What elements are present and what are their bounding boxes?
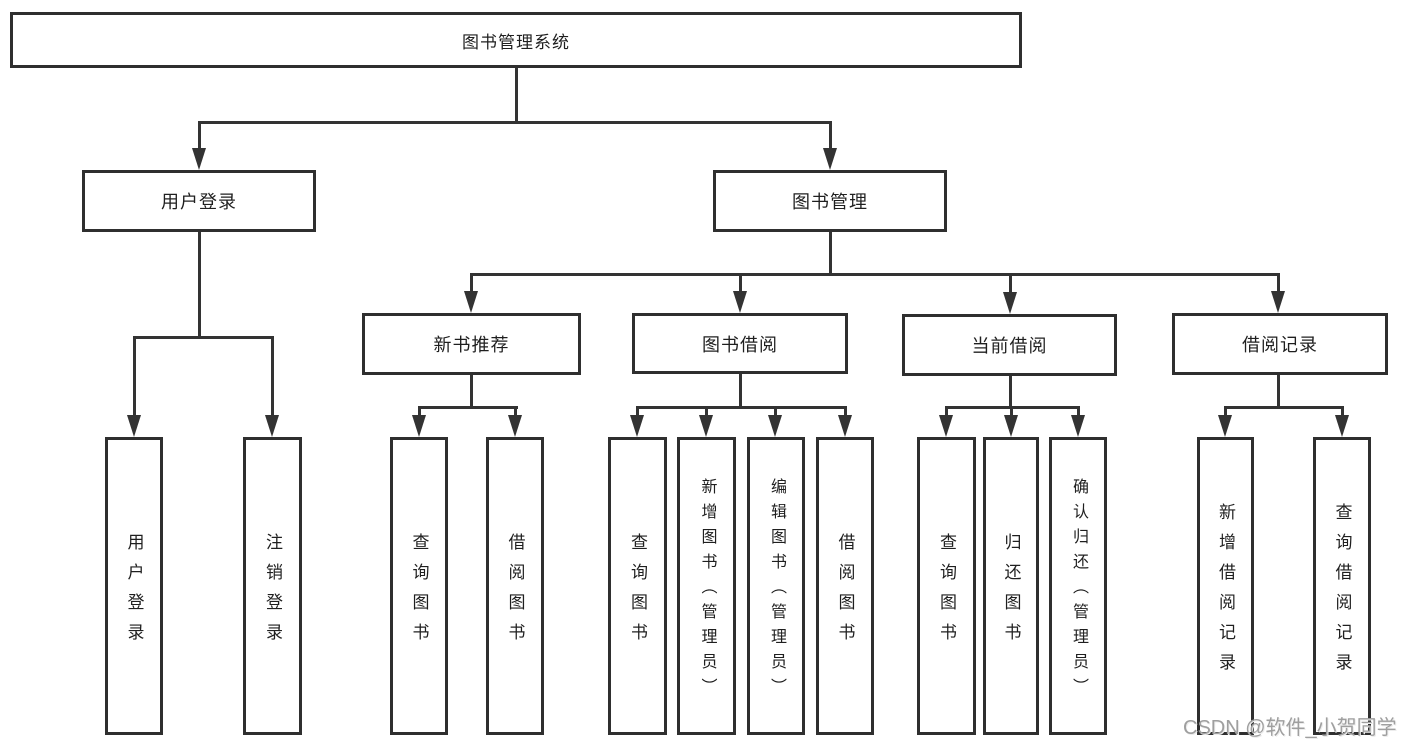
- leaf-logout: 注销登录: [243, 437, 302, 735]
- arrowhead-down: [939, 415, 953, 437]
- connector-vline: [705, 406, 708, 417]
- node-book-borrowing: 图书借阅: [632, 313, 848, 374]
- connector-vline: [470, 273, 473, 293]
- connector-vline: [271, 336, 274, 417]
- arrowhead-down: [508, 415, 522, 437]
- node-user-login: 用户登录: [82, 170, 316, 232]
- node-new-book-recommend-label: 新书推荐: [433, 335, 510, 355]
- connector-vline: [1224, 406, 1227, 417]
- node-book-management-label: 图书管理: [792, 192, 868, 212]
- arrowhead-down: [630, 415, 644, 437]
- arrowhead-down: [823, 148, 837, 170]
- connector-vline: [1077, 406, 1080, 417]
- arrowhead-down: [699, 415, 713, 437]
- leaf-query-books-borrowing-label: 查询图书: [628, 532, 647, 653]
- arrowhead-down: [733, 291, 747, 313]
- leaf-user-login: 用户登录: [105, 437, 163, 735]
- arrowhead-down: [127, 415, 141, 437]
- leaf-borrow-books: 借阅图书: [816, 437, 874, 735]
- connector-vline: [774, 406, 777, 417]
- connector-vline: [1009, 376, 1012, 408]
- arrowhead-down: [192, 148, 206, 170]
- leaf-borrow-books-recommend: 借阅图书: [486, 437, 544, 735]
- node-borrowing-records: 借阅记录: [1172, 313, 1388, 375]
- leaf-add-borrow-record: 新增借阅记录: [1197, 437, 1254, 735]
- connector-hline: [133, 336, 274, 339]
- leaf-confirm-return-admin: 确认归还（管理员）: [1049, 437, 1107, 735]
- node-book-borrowing-label: 图书借阅: [702, 334, 778, 355]
- arrowhead-down: [464, 291, 478, 313]
- node-borrowing-records-label: 借阅记录: [1242, 335, 1318, 355]
- connector-vline: [418, 406, 421, 417]
- node-root-label: 图书管理系统: [462, 32, 570, 52]
- leaf-edit-book-admin: 编辑图书（管理员）: [747, 437, 805, 735]
- node-book-management: 图书管理: [713, 170, 947, 232]
- connector-hline: [636, 406, 847, 409]
- node-root: 图书管理系统: [10, 12, 1022, 68]
- connector-vline: [1009, 273, 1012, 294]
- connector-vline: [1010, 406, 1013, 417]
- connector-vline: [829, 121, 832, 150]
- arrowhead-down: [1218, 415, 1232, 437]
- connector-vline: [470, 375, 473, 408]
- arrowhead-down: [1003, 292, 1017, 314]
- connector-hline: [198, 121, 832, 124]
- connector-vline: [1277, 375, 1280, 408]
- leaf-borrow-books-label: 借阅图书: [835, 532, 855, 653]
- connector-vline: [829, 232, 832, 275]
- arrowhead-down: [768, 415, 782, 437]
- leaf-query-borrow-record-label: 查询借阅记录: [1332, 502, 1352, 683]
- connector-vline: [945, 406, 948, 417]
- leaf-query-books-borrowing: 查询图书: [608, 437, 667, 735]
- connector-hline: [470, 273, 1280, 276]
- leaf-query-books-recommend: 查询图书: [390, 437, 448, 735]
- connector-vline: [198, 232, 201, 338]
- node-user-login-label: 用户登录: [161, 192, 237, 212]
- connector-vline: [133, 336, 136, 417]
- arrowhead-down: [1004, 415, 1018, 437]
- connector-vline: [636, 406, 639, 417]
- connector-vline: [739, 374, 742, 408]
- leaf-user-login-label: 用户登录: [124, 532, 144, 653]
- connector-vline: [739, 273, 742, 293]
- csdn-watermark: CSDN @软件_小贺同学: [1183, 717, 1397, 739]
- arrowhead-down: [412, 415, 426, 437]
- arrowhead-down: [838, 415, 852, 437]
- connector-vline: [844, 406, 847, 417]
- leaf-add-book-admin-label: 新增图书（管理员）: [698, 478, 716, 703]
- leaf-query-books-current-label: 查询图书: [937, 532, 956, 653]
- leaf-return-books: 归还图书: [983, 437, 1039, 735]
- leaf-query-borrow-record: 查询借阅记录: [1313, 437, 1371, 735]
- node-current-borrowing: 当前借阅: [902, 314, 1117, 376]
- leaf-query-books-current: 查询图书: [917, 437, 976, 735]
- arrowhead-down: [1271, 291, 1285, 313]
- arrowhead-down: [1335, 415, 1349, 437]
- connector-vline: [198, 121, 201, 150]
- connector-vline: [515, 68, 518, 121]
- leaf-add-borrow-record-label: 新增借阅记录: [1216, 502, 1235, 683]
- leaf-query-books-recommend-label: 查询图书: [409, 532, 429, 653]
- connector-vline: [1277, 273, 1280, 293]
- leaf-logout-label: 注销登录: [263, 532, 282, 653]
- leaf-borrow-books-recommend-label: 借阅图书: [505, 532, 525, 653]
- node-new-book-recommend: 新书推荐: [362, 313, 581, 375]
- leaf-add-book-admin: 新增图书（管理员）: [677, 437, 736, 735]
- connector-hline: [1224, 406, 1344, 409]
- connector-vline: [1341, 406, 1344, 417]
- leaf-edit-book-admin-label: 编辑图书（管理员）: [768, 478, 785, 703]
- arrowhead-down: [265, 415, 279, 437]
- arrowhead-down: [1071, 415, 1085, 437]
- leaf-return-books-label: 归还图书: [1001, 532, 1021, 653]
- node-current-borrowing-label: 当前借阅: [971, 336, 1048, 356]
- connector-hline: [418, 406, 518, 409]
- leaf-confirm-return-admin-label: 确认归还（管理员）: [1070, 478, 1087, 703]
- connector-vline: [514, 406, 517, 417]
